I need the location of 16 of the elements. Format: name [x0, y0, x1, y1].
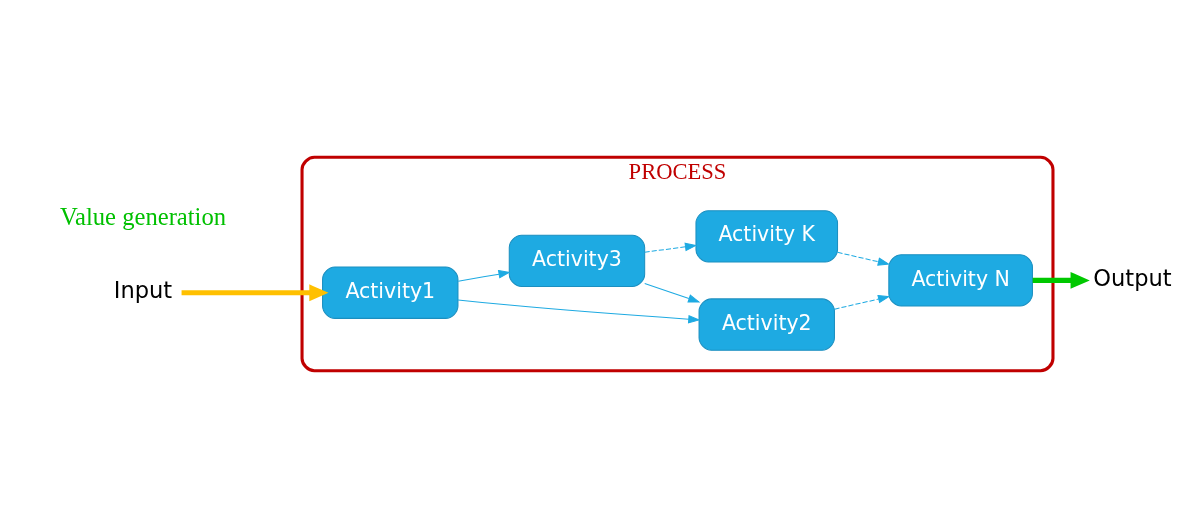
label: Value generation [59, 202, 226, 230]
node-box: Activity K [694, 209, 838, 262]
node-text: Output [1092, 264, 1172, 291]
node-box: Activity1 [321, 266, 458, 319]
arrow [833, 294, 890, 310]
node-box: Activity2 [698, 297, 835, 351]
arrow [181, 283, 328, 301]
arrow [457, 299, 701, 323]
arrow [643, 242, 697, 253]
node-box: Activity3 [508, 234, 645, 287]
arrow [643, 282, 700, 303]
arrow [836, 251, 890, 266]
node-box: Activity N [887, 253, 1033, 307]
node-text: Input [113, 276, 172, 303]
arrow [1032, 271, 1090, 289]
arrow [457, 269, 511, 282]
